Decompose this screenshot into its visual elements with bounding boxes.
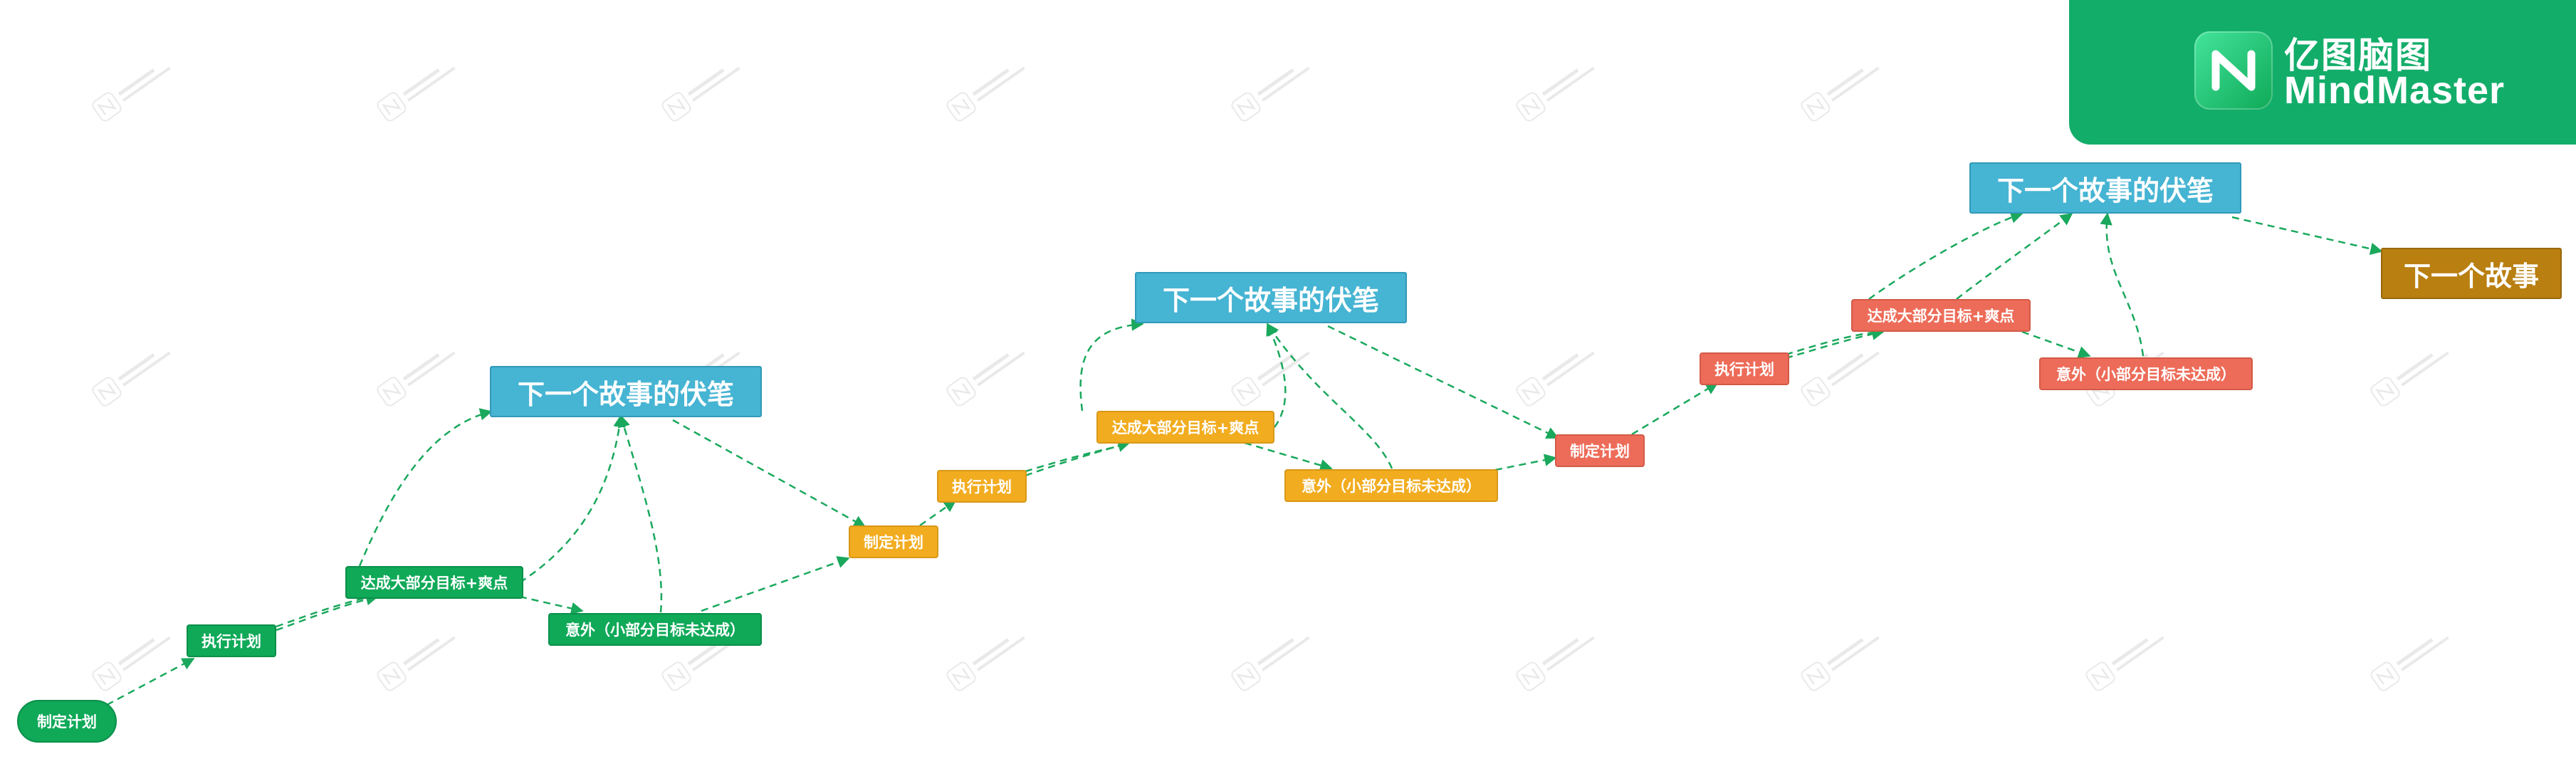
watermark-icon	[92, 351, 171, 407]
watermark-icon	[2370, 636, 2449, 691]
brand-badge: 亿图脑图 MindMaster	[2069, 0, 2576, 145]
node-foreshadow-stage1[interactable]: 下一个故事的伏笔	[490, 366, 762, 417]
node-achieve-stage3[interactable]: 达成大部分目标+爽点	[1851, 299, 2031, 332]
edge-exec3-achieve3	[1785, 328, 1885, 360]
edge-accident3-foreshadow3	[2100, 212, 2145, 357]
brand-name-en: MindMaster	[2284, 69, 2506, 112]
node-achieve-stage1[interactable]: 达成大部分目标+爽点	[345, 566, 523, 599]
watermark-icon	[1801, 351, 1880, 407]
watermark-icon	[2370, 351, 2449, 407]
watermark-icon	[946, 636, 1025, 691]
node-execute-stage1[interactable]: 执行计划	[187, 624, 276, 657]
watermark-icon	[946, 351, 1025, 407]
edge-accident1-plan2	[701, 556, 850, 612]
edge-achieve1-foreshadow1	[358, 408, 493, 567]
watermark-icon	[1231, 636, 1310, 691]
node-accident-stage2[interactable]: 意外（小部分目标未达成）	[1284, 469, 1498, 502]
edge-achieve3-foreshadow3-a	[1868, 211, 2023, 300]
edge-exec1-achieve1	[276, 593, 379, 632]
watermark-icon	[1516, 636, 1595, 691]
edge-plan1-exec1	[106, 657, 195, 706]
edge-exec1-achieve1-b	[276, 595, 371, 628]
edge-achieve3-accident3	[2021, 330, 2091, 358]
edge-plan3-exec3	[1631, 382, 1719, 436]
edge-plan2-exec2	[919, 499, 957, 527]
node-plan-stage3[interactable]: 制定计划	[1555, 434, 1645, 467]
watermark-icon	[377, 351, 456, 407]
watermark-icon	[1516, 66, 1595, 122]
watermark-icon	[1516, 351, 1595, 407]
node-achieve-stage2[interactable]: 达成大部分目标+爽点	[1096, 411, 1274, 444]
node-execute-stage3[interactable]: 执行计划	[1700, 352, 1789, 385]
watermark-icon	[1801, 636, 1880, 691]
edge-foreshadow2-plan3	[1327, 325, 1559, 439]
node-foreshadow-stage2[interactable]: 下一个故事的伏笔	[1135, 272, 1407, 323]
edge-achieve1-accident1	[519, 595, 584, 615]
edge-achieve1-foreshadow1-b	[519, 414, 626, 584]
watermark-icon	[377, 66, 456, 122]
edge-foreshadow3-final	[2231, 216, 2383, 256]
watermark-icon	[377, 636, 456, 691]
brand-name-cn: 亿图脑图	[2284, 35, 2432, 76]
watermark-icon	[1801, 66, 1880, 122]
edge-accident1-foreshadow1	[618, 414, 663, 613]
mindmaster-logo-icon	[2194, 31, 2273, 110]
node-execute-stage2[interactable]: 执行计划	[937, 470, 1027, 503]
edge-foreshadow1-plan2	[672, 419, 866, 528]
watermark-icon	[2085, 636, 2164, 691]
edge-exec3-achieve3-b	[1785, 330, 1880, 356]
watermark-icon	[92, 636, 171, 691]
edge-accident2-plan3	[1494, 454, 1557, 471]
node-accident-stage1[interactable]: 意外（小部分目标未达成）	[548, 613, 762, 646]
node-accident-stage3[interactable]: 意外（小部分目标未达成）	[2039, 357, 2253, 390]
edge-achieve2-foreshadow2-a	[1079, 318, 1144, 412]
edge-exec2-achieve2	[1025, 439, 1131, 477]
edge-exec2-achieve2-b	[1025, 446, 1116, 473]
edge-achieve2-accident2	[1244, 441, 1333, 471]
watermark-icon	[946, 66, 1025, 122]
node-foreshadow-stage3[interactable]: 下一个故事的伏笔	[1969, 162, 2241, 214]
edge-achieve3-foreshadow3-b	[1956, 212, 2073, 300]
watermark-icon	[1231, 66, 1310, 122]
node-next-story[interactable]: 下一个故事	[2381, 248, 2562, 299]
node-plan-stage2[interactable]: 制定计划	[849, 525, 938, 558]
watermark-icon	[1231, 351, 1310, 407]
watermark-icon	[661, 66, 740, 122]
edge-accident2-foreshadow2	[1266, 323, 1393, 469]
watermark-icon	[92, 66, 171, 122]
node-plan-stage1[interactable]: 制定计划	[17, 700, 117, 743]
